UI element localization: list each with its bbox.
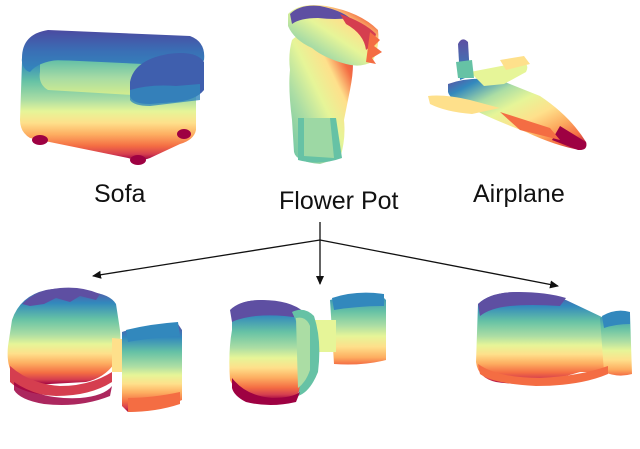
arrow-right — [319, 239, 559, 289]
generated-shape-center — [229, 292, 386, 405]
flower-pot-shape — [288, 5, 382, 164]
arrow-group — [92, 222, 559, 289]
sofa-shape — [20, 30, 205, 165]
airplane-shape — [428, 39, 587, 150]
label-flower-pot: Flower Pot — [279, 187, 399, 215]
generated-shape-right — [476, 292, 632, 386]
label-sofa: Sofa — [94, 180, 146, 208]
label-airplane: Airplane — [473, 180, 565, 208]
generated-shape-left — [7, 287, 182, 412]
arrow-left — [92, 239, 321, 279]
